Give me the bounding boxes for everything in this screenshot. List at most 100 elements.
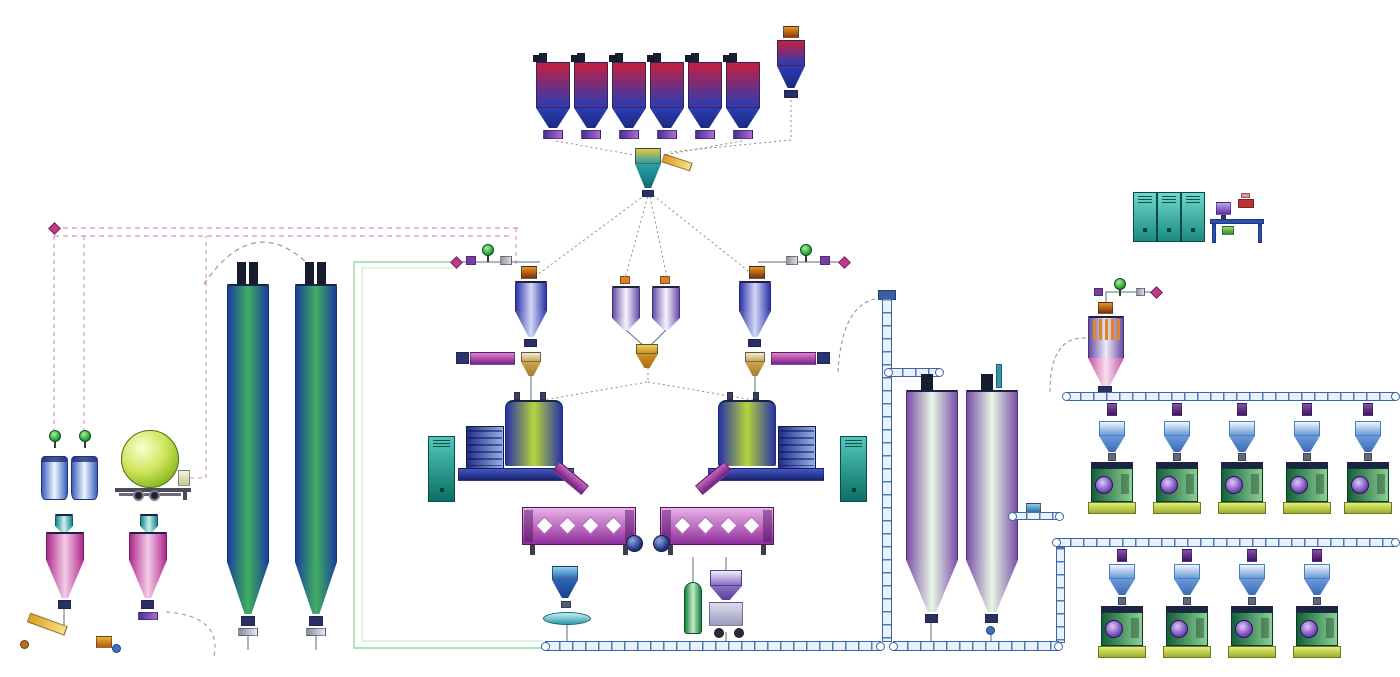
weigh-collector[interactable] [635, 148, 661, 188]
surge-bin-1-part [612, 318, 640, 330]
drum-gauge-1[interactable] [49, 430, 61, 448]
packing-row-1-station-1-dropvalve[interactable] [1107, 403, 1117, 416]
additive-drum-1[interactable] [41, 456, 68, 500]
raw-material-bin-5-part [685, 55, 693, 62]
dosing-cyclone-right[interactable] [739, 281, 771, 337]
packing-row-1-station-3-dropvalve[interactable] [1237, 403, 1247, 416]
filter-valve[interactable] [1114, 278, 1126, 296]
molasses-tank[interactable] [684, 582, 702, 634]
packing-row-1-station-5-packer[interactable] [1344, 462, 1392, 514]
mcc-cabinet-3[interactable] [1181, 192, 1205, 242]
micro-hopper-1[interactable] [46, 532, 84, 598]
micro-cyclone-2[interactable] [140, 514, 158, 534]
packing-row-2-station-4-hopper[interactable] [1304, 564, 1330, 595]
bottom-conveyor-a-part [876, 641, 885, 651]
micro-cyclone-1-part [55, 526, 73, 534]
packing-row-1-station-4-dropvalve[interactable] [1302, 403, 1312, 416]
micro-cyclone-1[interactable] [55, 514, 73, 534]
bottom-conveyor-a[interactable] [541, 641, 885, 651]
micro-hopper-2[interactable] [129, 532, 167, 598]
packing-row-2-station-2-dropvalve[interactable] [1182, 549, 1192, 562]
mixer-motor-right[interactable] [778, 426, 816, 470]
packing-row-1-station-1-packer[interactable] [1088, 462, 1136, 514]
micro-outlet-2 [141, 600, 154, 609]
silo-top-conveyor[interactable] [884, 368, 944, 377]
raw-material-bin-5[interactable] [685, 55, 722, 128]
micro-screw-1-part [26, 612, 68, 636]
grain-silo-1[interactable] [227, 284, 269, 614]
additive-drum-1-part [41, 456, 68, 500]
dosing-cyclone-left[interactable] [515, 281, 547, 337]
packing-row-1-station-2-dropvalve[interactable] [1172, 403, 1182, 416]
raw-material-bin-2[interactable] [571, 55, 608, 128]
sifter-right[interactable] [653, 503, 774, 555]
packing-row-2-station-2-hopper[interactable] [1174, 564, 1200, 595]
packing-row-2-conveyor[interactable] [1052, 538, 1400, 547]
packing-row-2-station-2-packer[interactable] [1163, 606, 1211, 658]
packing-row-1-station-4-gate-part [1303, 453, 1311, 461]
pipe-valve-left[interactable] [482, 244, 494, 262]
raw-material-bin-4[interactable] [647, 55, 684, 128]
aspiration-cyclone[interactable] [777, 40, 805, 88]
additive-hopper[interactable] [636, 344, 658, 368]
packing-row-1-station-3-hopper[interactable] [1229, 421, 1255, 452]
packing-row-2-station-3-hopper[interactable] [1239, 564, 1265, 595]
packing-row-2-station-3-dropvalve[interactable] [1247, 549, 1257, 562]
packing-row-1-station-3-packer[interactable] [1218, 462, 1266, 514]
packing-filter-cyclone[interactable] [1088, 316, 1124, 388]
packing-row-2-station-3-gate-part [1248, 597, 1256, 605]
mcc-cabinet-1[interactable] [1133, 192, 1157, 242]
mixer-right[interactable] [718, 400, 776, 466]
row2-feed-line-part [1012, 512, 1060, 520]
mcc-cabinet-3-part [1191, 228, 1195, 232]
packing-row-2-station-4-dropvalve[interactable] [1312, 549, 1322, 562]
packing-row-1-station-5-hopper[interactable] [1355, 421, 1381, 452]
finished-silo-2[interactable] [966, 390, 1018, 612]
packing-row-1-station-5-dropvalve[interactable] [1363, 403, 1373, 416]
packing-row-2-station-1-hopper[interactable] [1109, 564, 1135, 595]
sifter-left[interactable] [522, 503, 643, 555]
control-panel-right[interactable] [840, 436, 867, 502]
finished-silo-1[interactable] [906, 390, 958, 612]
packing-row-2-station-4-packer[interactable] [1293, 606, 1341, 658]
drum-gauge-2[interactable] [79, 430, 91, 448]
raw-material-bin-3[interactable] [609, 55, 646, 128]
packing-row-1-station-1-gate [1108, 453, 1116, 461]
raw-material-bin-6[interactable] [723, 55, 760, 128]
additive-drum-2[interactable] [71, 456, 98, 500]
micro-hopper-2-part [129, 532, 167, 560]
control-panel-left-part [433, 440, 450, 447]
control-panel-left[interactable] [428, 436, 455, 502]
mixer-left[interactable] [505, 400, 563, 466]
packing-row-2-station-3-packer[interactable] [1228, 606, 1276, 658]
grain-silo-2[interactable] [295, 284, 337, 614]
bagger-hopper[interactable] [710, 570, 742, 600]
mixer-motor-left[interactable] [466, 426, 504, 470]
scale-hopper-left[interactable] [521, 352, 541, 376]
packing-row-1-station-2-hopper[interactable] [1164, 421, 1190, 452]
surge-bin-2[interactable] [652, 286, 680, 330]
packing-row-1-station-1-hopper[interactable] [1099, 421, 1125, 452]
raw-material-bin-1[interactable] [533, 55, 570, 128]
packing-row-1-station-4-packer[interactable] [1283, 462, 1331, 514]
liquid-tanker[interactable] [115, 430, 197, 502]
row2-feed-line[interactable] [1008, 511, 1064, 521]
surge-valve-2-part [660, 276, 670, 284]
packing-row-1-station-4-hopper[interactable] [1294, 421, 1320, 452]
filter-fitting-2-part [1136, 288, 1145, 296]
mcc-cabinet-2[interactable] [1157, 192, 1181, 242]
sieve-hopper[interactable] [552, 566, 578, 598]
packing-row-2-station-1-dropvalve[interactable] [1117, 549, 1127, 562]
bucket-elevator[interactable] [882, 298, 892, 642]
bottom-conveyor-b[interactable] [889, 641, 1063, 651]
packing-row-2-station-4-packer-part [1326, 618, 1334, 638]
pipe-valve-right[interactable] [800, 244, 812, 262]
packing-row-1-station-2-packer[interactable] [1153, 462, 1201, 514]
surge-bin-1[interactable] [612, 286, 640, 330]
row2-feed-riser-part [1056, 547, 1065, 643]
packing-row-1-conveyor[interactable] [1062, 392, 1400, 401]
packing-row-2-station-1-packer[interactable] [1098, 606, 1146, 658]
row2-feed-riser[interactable] [1056, 547, 1065, 643]
vibro-screen[interactable] [543, 612, 591, 625]
scale-hopper-right[interactable] [745, 352, 765, 376]
